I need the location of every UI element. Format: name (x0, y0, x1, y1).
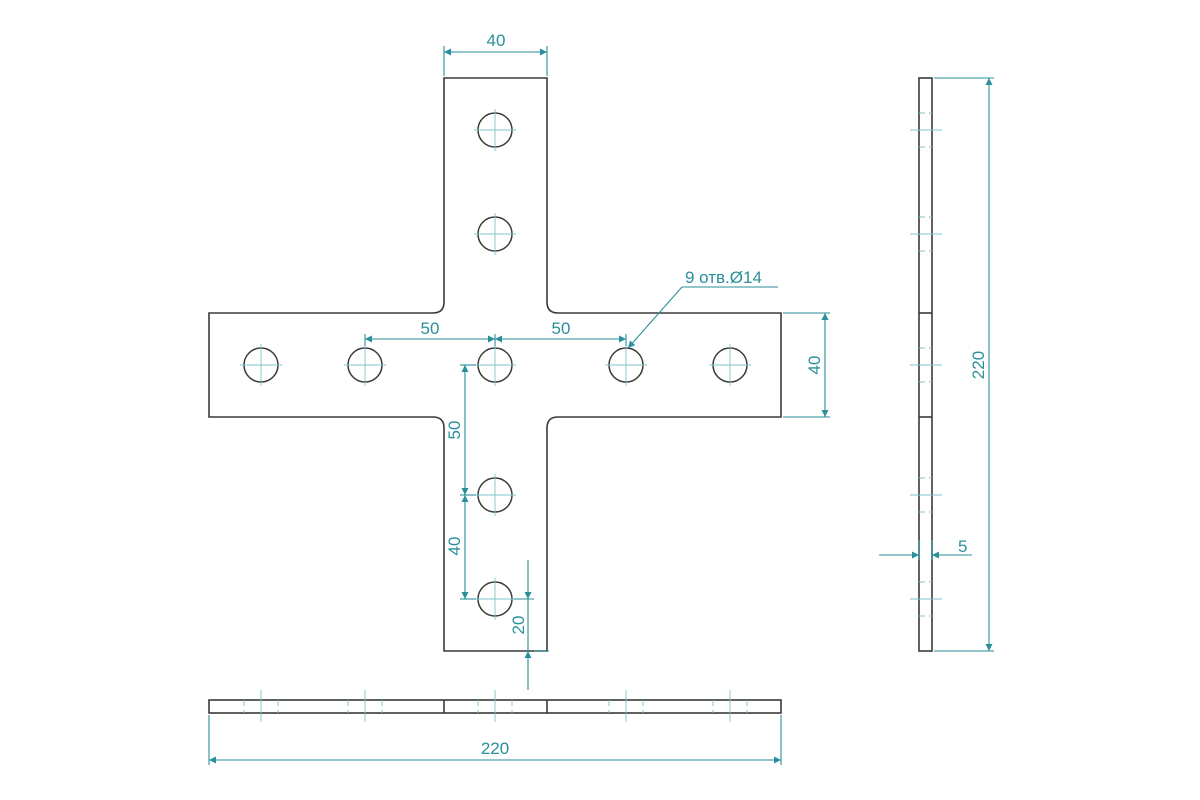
dim-lower-spacing-label: 40 (445, 537, 464, 556)
dim-overall-height: 220 (934, 77, 994, 652)
dim-spacing-left: 50 (364, 319, 495, 346)
dim-spacing-right: 50 (494, 319, 627, 346)
side-view-hidden-holes (910, 112, 942, 617)
dim-spacing-right-label: 50 (552, 319, 571, 338)
bottom-view: 220 (208, 690, 782, 765)
dim-top-width-label: 40 (487, 31, 506, 50)
dim-thickness-label: 5 (958, 537, 967, 556)
dim-lower-spacing: 40 (445, 495, 476, 600)
bottom-view-hidden-holes (243, 690, 748, 722)
side-view-plate (918, 77, 933, 652)
hole-centerlines (240, 109, 751, 620)
dim-edge-distance-label: 20 (509, 616, 528, 635)
side-view: 220 5 (879, 77, 994, 652)
dim-spacing-left-label: 50 (421, 319, 440, 338)
dim-top-width: 40 (443, 31, 548, 76)
dim-vertical-spacing-label: 50 (445, 421, 464, 440)
dim-overall-width-label: 220 (481, 739, 509, 758)
dim-overall-width: 220 (208, 715, 782, 765)
hole-callout-label: 9 отв.Ø14 (685, 268, 762, 287)
dim-arm-width: 40 (783, 312, 830, 418)
dim-edge-distance: 20 (509, 560, 549, 690)
dim-vertical-spacing: 50 (445, 364, 476, 496)
dim-thickness: 5 (879, 537, 972, 560)
hole-callout: 9 отв.Ø14 (627, 268, 778, 349)
dim-arm-width-label: 40 (805, 356, 824, 375)
dim-overall-height-label: 220 (969, 351, 988, 379)
front-view: 40 50 50 9 отв.Ø14 40 (208, 31, 830, 690)
